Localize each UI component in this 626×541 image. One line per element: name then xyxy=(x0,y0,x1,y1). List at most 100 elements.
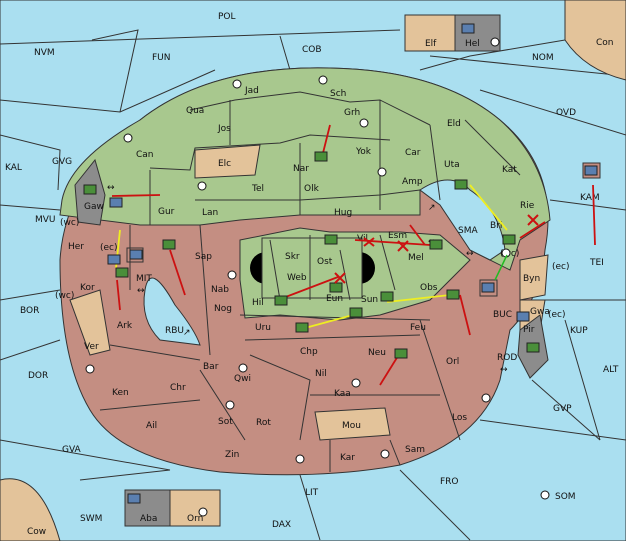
svg-text:Con: Con xyxy=(596,38,614,48)
army-tank-icon[interactable] xyxy=(394,348,408,359)
svg-text:Esm: Esm xyxy=(388,231,407,241)
move-arrow-icon xyxy=(111,194,161,197)
svg-text:Los: Los xyxy=(452,413,467,423)
fleet-ship-icon[interactable] xyxy=(129,249,143,260)
svg-text:Eld: Eld xyxy=(447,119,461,129)
svg-text:Kaa: Kaa xyxy=(334,389,351,399)
svg-text:Elc: Elc xyxy=(218,159,231,169)
move-arrow-icon xyxy=(322,124,331,154)
fleet-ship-icon[interactable] xyxy=(127,493,141,504)
army-tank-icon[interactable] xyxy=(380,291,394,302)
supply-center-icon xyxy=(198,507,208,517)
army-tank-icon[interactable] xyxy=(446,289,460,300)
army-tank-icon[interactable] xyxy=(274,295,288,306)
svg-text:COB: COB xyxy=(302,45,322,55)
army-tank-icon[interactable] xyxy=(115,267,129,278)
svg-text:Amp: Amp xyxy=(402,177,423,187)
supply-center-icon xyxy=(225,400,235,410)
support-arrow-icon xyxy=(304,314,354,329)
svg-text:Hel: Hel xyxy=(465,39,480,49)
fleet-ship-icon[interactable] xyxy=(584,165,598,176)
supply-center-icon xyxy=(540,490,550,500)
svg-text:Eun: Eun xyxy=(326,294,343,304)
mou-region[interactable] xyxy=(314,407,391,441)
svg-text:NVM: NVM xyxy=(34,48,55,58)
fleet-ship-icon[interactable] xyxy=(107,254,121,265)
svg-text:Car: Car xyxy=(405,148,421,158)
move-arrow-icon-group xyxy=(111,124,596,386)
army-tank-icon[interactable] xyxy=(429,239,443,250)
svg-text:Feu: Feu xyxy=(410,323,426,333)
supply-center-icon xyxy=(232,79,242,89)
svg-text:POL: POL xyxy=(218,12,236,22)
svg-text:Kor: Kor xyxy=(80,283,95,293)
svg-text:ROD: ROD xyxy=(497,353,517,363)
central-lake xyxy=(250,237,375,299)
svg-text:Pir: Pir xyxy=(523,325,535,335)
svg-text:Ken: Ken xyxy=(112,388,129,398)
army-tank-icon[interactable] xyxy=(329,282,343,293)
svg-text:LIT: LIT xyxy=(305,488,319,498)
svg-text:Sam: Sam xyxy=(405,445,425,455)
svg-text:KUP: KUP xyxy=(570,326,588,336)
svg-text:Cow: Cow xyxy=(27,527,46,537)
svg-text:Bar: Bar xyxy=(203,362,219,372)
ver-region[interactable] xyxy=(69,289,111,356)
svg-text:FRO: FRO xyxy=(440,477,459,487)
move-arrow-icon xyxy=(116,279,121,311)
svg-text:Sot: Sot xyxy=(218,417,233,427)
svg-text:(ec): (ec) xyxy=(548,310,566,320)
svg-text:Gwa: Gwa xyxy=(530,307,550,317)
army-tank-icon[interactable] xyxy=(83,184,97,195)
svg-text:Ail: Ail xyxy=(146,421,157,431)
army-tank-icon[interactable] xyxy=(502,234,516,245)
svg-text:Zin: Zin xyxy=(225,450,239,460)
army-tank-icon[interactable] xyxy=(454,179,468,190)
supply-center-icon xyxy=(490,37,500,47)
svg-text:TEI: TEI xyxy=(589,258,604,268)
supply-center-icon xyxy=(380,449,390,459)
svg-text:Gur: Gur xyxy=(158,207,175,217)
svg-text:Skr: Skr xyxy=(285,252,300,262)
fleet-ship-icon[interactable] xyxy=(481,282,495,293)
fleet-ship-icon[interactable] xyxy=(109,197,123,208)
fleet-ship-icon[interactable] xyxy=(461,23,475,34)
svg-text:Vil: Vil xyxy=(357,234,368,244)
svg-text:Uta: Uta xyxy=(444,160,460,170)
byn-region[interactable] xyxy=(519,254,549,301)
svg-text:Jad: Jad xyxy=(244,86,259,96)
army-tank-icon[interactable] xyxy=(295,322,309,333)
army-tank-icon[interactable] xyxy=(162,239,176,250)
svg-text:Orn: Orn xyxy=(187,514,203,524)
svg-text:Grh: Grh xyxy=(344,108,360,118)
supply-center-icon xyxy=(295,454,305,464)
svg-text:(ec): (ec) xyxy=(552,262,570,272)
svg-text:KAL: KAL xyxy=(5,163,22,173)
supply-center-icon xyxy=(123,133,133,143)
svg-text:GVP: GVP xyxy=(553,404,572,414)
svg-text:Mel: Mel xyxy=(408,253,424,263)
army-tank-icon[interactable] xyxy=(314,151,328,162)
cancel-cross-group xyxy=(334,214,539,284)
svg-text:Elf: Elf xyxy=(425,39,437,49)
svg-text:Nog: Nog xyxy=(214,304,232,314)
move-arrow-icon xyxy=(379,355,399,386)
army-tank-icon[interactable] xyxy=(324,234,338,245)
svg-text:OVD: OVD xyxy=(556,108,576,118)
svg-text:SMA: SMA xyxy=(458,226,478,236)
svg-text:GVA: GVA xyxy=(62,445,82,455)
svg-text:BOR: BOR xyxy=(20,306,39,316)
mit-inner-sea[interactable] xyxy=(143,277,201,346)
svg-text:Can: Can xyxy=(136,150,154,160)
cancel-cross-icon xyxy=(397,240,409,252)
svg-text:Nar: Nar xyxy=(293,164,309,174)
orn-region[interactable] xyxy=(169,489,221,527)
army-tank-icon[interactable] xyxy=(349,307,363,318)
svg-text:Gaw: Gaw xyxy=(84,202,104,212)
army-tank-icon[interactable] xyxy=(526,342,540,353)
svg-text:DOR: DOR xyxy=(28,371,48,381)
elc-region[interactable] xyxy=(194,144,261,179)
elf-region[interactable] xyxy=(404,14,456,52)
move-arrow-icon xyxy=(169,249,186,296)
fleet-ship-icon[interactable] xyxy=(516,311,530,322)
